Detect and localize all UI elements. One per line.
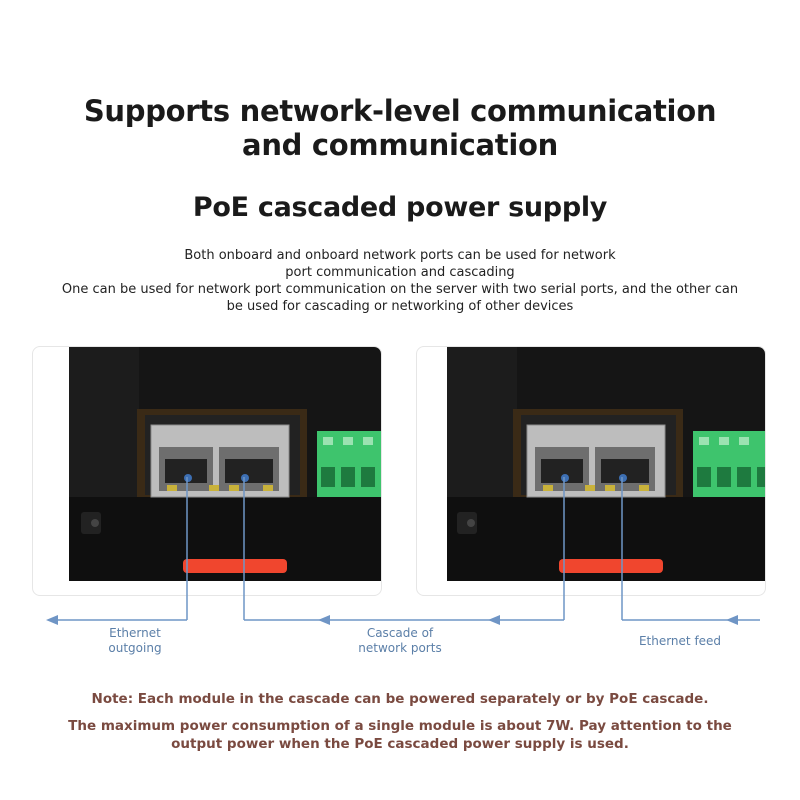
description-line-1: Both onboard and onboard network ports c… xyxy=(184,248,616,263)
module-photo-right xyxy=(416,346,766,596)
label-cascade-line-1: Cascade of xyxy=(366,626,434,640)
description-line-2: port communication and cascading xyxy=(285,265,515,280)
description-line-4: be used for cascading or networking of o… xyxy=(226,299,574,314)
label-ethernet-outgoing: Ethernet outgoing xyxy=(95,626,175,656)
description-line-3: One can be used for network port communi… xyxy=(61,282,739,297)
note-line-3: output power when the PoE cascaded power… xyxy=(171,736,629,752)
module-photo-left xyxy=(32,346,382,596)
label-cascade: Cascade of network ports xyxy=(340,626,460,656)
label-cascade-line-2: network ports xyxy=(358,641,442,655)
note-line-2: The maximum power consumption of a singl… xyxy=(68,718,732,734)
subtitle: PoE cascaded power supply xyxy=(192,192,608,223)
arrow-left-icon xyxy=(318,615,330,625)
label-ethernet-feed: Ethernet feed xyxy=(638,634,722,648)
arrow-left-icon xyxy=(46,615,58,625)
note-line-1: Note: Each module in the cascade can be … xyxy=(91,691,709,707)
label-ethernet-outgoing-line-1: Ethernet xyxy=(109,626,161,640)
arrow-left-icon xyxy=(488,615,500,625)
label-ethernet-outgoing-line-2: outgoing xyxy=(108,641,162,655)
headline-line-2: and communication xyxy=(242,128,558,162)
headline-line-1: Supports network-level communication xyxy=(83,94,717,128)
arrow-left-icon xyxy=(726,615,738,625)
